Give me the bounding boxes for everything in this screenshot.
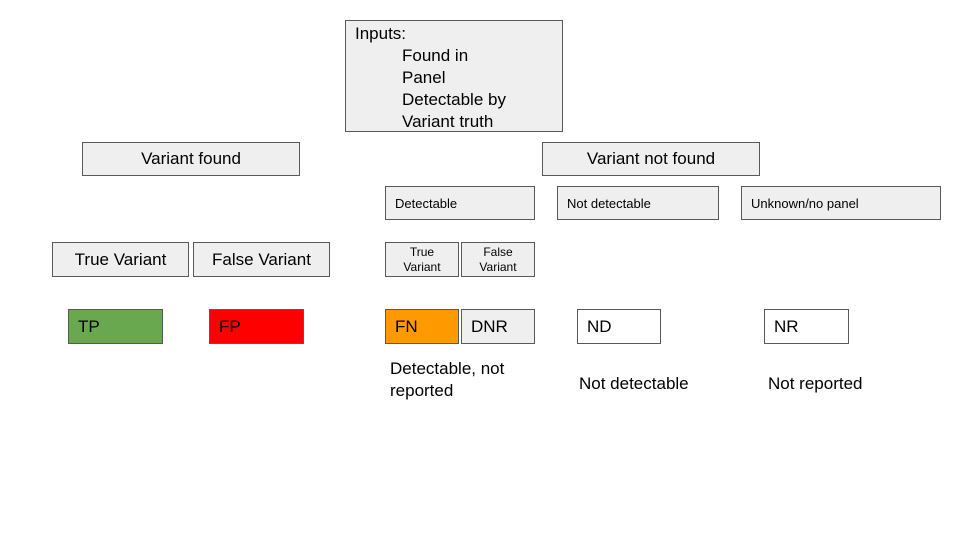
found-true-variant-box: True Variant — [52, 242, 189, 277]
input-item-panel: Panel — [402, 68, 446, 87]
outcome-dnr-box: DNR — [461, 309, 535, 344]
detectable-false-variant-line2: Variant — [479, 259, 517, 274]
outcome-fn-box: FN — [385, 309, 459, 344]
outcome-nd-box: ND — [577, 309, 661, 344]
input-item-variant-truth: Variant truth — [402, 112, 494, 131]
variant-found-box: Variant found — [82, 142, 300, 176]
unknown-no-panel-box: Unknown/no panel — [741, 186, 941, 220]
outcome-fp-box: FP — [209, 309, 304, 344]
description-detectable-line1: Detectable, not — [390, 359, 505, 378]
variant-not-found-box: Variant not found — [542, 142, 760, 176]
outcome-tp-box: TP — [68, 309, 163, 344]
detectable-false-variant-box: False Variant — [461, 242, 535, 277]
found-false-variant-box: False Variant — [193, 242, 330, 277]
description-not-reported: Not reported — [768, 374, 863, 393]
description-detectable-not-reported: Detectable, not reported — [390, 358, 504, 402]
not-detectable-box: Not detectable — [557, 186, 719, 220]
description-not-detectable: Not detectable — [579, 374, 689, 393]
description-detectable-line2: reported — [390, 381, 454, 400]
detectable-true-variant-box: True Variant — [385, 242, 459, 277]
input-item-detectable-by: Detectable by — [402, 90, 506, 109]
detectable-box: Detectable — [385, 186, 535, 220]
detectable-false-variant-line1: False — [483, 244, 513, 259]
detectable-true-variant-line2: Variant — [403, 259, 441, 274]
detectable-true-variant-line1: True — [409, 244, 435, 259]
inputs-title: Inputs: — [355, 24, 407, 43]
input-item-found-in: Found in — [402, 46, 469, 65]
inputs-box: Inputs: Found in Panel Detectable by Var… — [345, 20, 563, 132]
outcome-nr-box: NR — [764, 309, 849, 344]
